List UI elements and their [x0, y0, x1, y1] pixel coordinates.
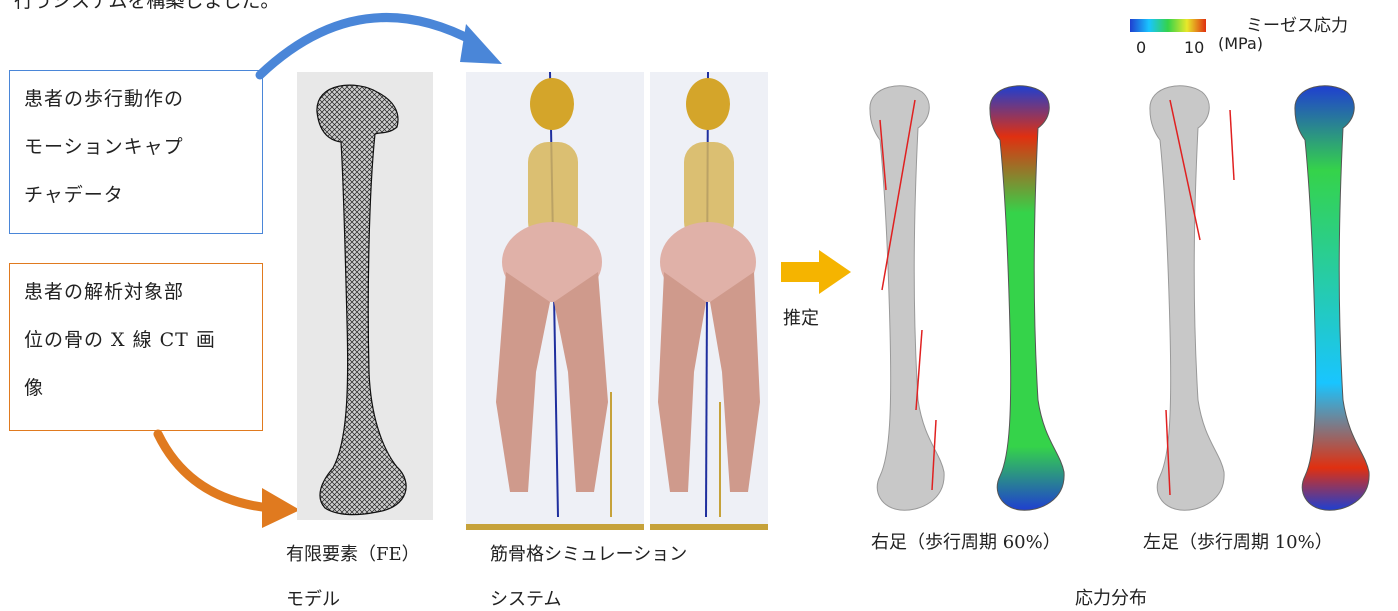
right-foot-caption: 右足（歩行周期 60%）	[871, 528, 1061, 554]
stress-distribution-caption: 応力分布	[1075, 584, 1147, 610]
left-foot-femurs	[1130, 80, 1390, 520]
colorbar-max-label: 10	[1184, 38, 1204, 57]
msk-back-figure	[650, 72, 768, 524]
msk-front-figure	[466, 72, 644, 524]
motion-capture-line-1: 患者の歩行動作の	[24, 75, 248, 123]
fe-model-caption-line-1: 有限要素（FE）	[286, 540, 420, 566]
msk-caption-line-2: システム	[490, 585, 561, 611]
msk-front-panel	[466, 72, 644, 530]
ct-image-input-box: 患者の解析対象部 位の骨の X 線 CT 画 像	[9, 263, 263, 431]
right-foot-femurs	[860, 80, 1110, 520]
motion-capture-input-box: 患者の歩行動作の モーションキャプ チャデータ	[9, 70, 263, 234]
orange-curved-arrow	[140, 420, 310, 530]
legend-title: ミーゼス応力	[1246, 11, 1348, 36]
motion-capture-line-2: モーションキャプ	[24, 123, 248, 171]
left-foot-caption: 左足（歩行周期 10%）	[1143, 528, 1333, 554]
fe-model-caption-line-2: モデル	[286, 585, 340, 611]
fe-mesh-femur-image	[297, 72, 433, 520]
colorbar-min-label: 0	[1136, 38, 1146, 57]
msk-back-panel	[650, 72, 768, 530]
ct-image-line-2: 位の骨の X 線 CT 画	[24, 316, 248, 364]
fe-mesh-panel	[297, 72, 433, 520]
estimate-arrow	[781, 250, 853, 294]
stress-colorbar	[1130, 19, 1206, 32]
msk-caption-line-1: 筋骨格シミュレーション	[490, 540, 687, 566]
legend-unit: (MPa)	[1218, 34, 1263, 53]
ct-image-line-1: 患者の解析対象部	[24, 268, 248, 316]
motion-capture-line-3: チャデータ	[24, 171, 248, 219]
ct-image-line-3: 像	[24, 364, 248, 412]
estimate-label: 推定	[783, 304, 819, 330]
